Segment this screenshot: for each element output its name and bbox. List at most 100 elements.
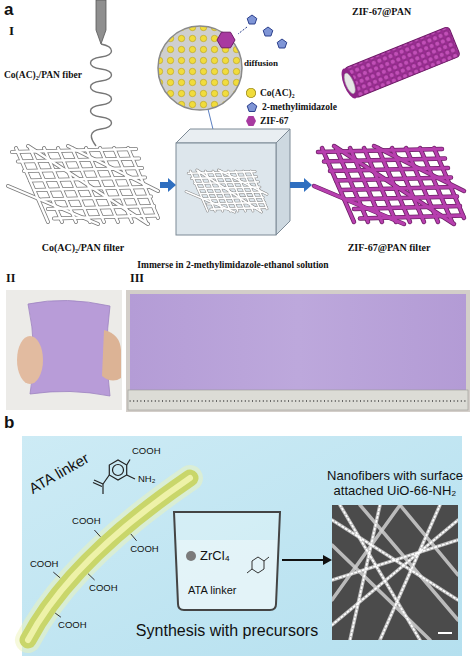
- photo-ground: [6, 290, 122, 410]
- group-label: COOH: [30, 559, 59, 570]
- linker-label: ATA linker: [188, 584, 237, 597]
- photo-large-filter: [126, 290, 470, 412]
- bath-top: [176, 129, 290, 143]
- bond-line: [247, 569, 252, 573]
- bond-line: [264, 557, 269, 561]
- sem-image: Nanofibers with surface attached UiO-66-…: [332, 505, 458, 640]
- diffusion-arrow: [238, 27, 247, 34]
- caption-text: Immerse in 2-methylimidazole-ethanol sol…: [137, 260, 328, 271]
- node-caption: Co(AC)₂/PAN filter: [42, 242, 125, 254]
- caption-text: Co(AC)₂/PAN filter: [42, 242, 125, 254]
- group-label: NH₂: [138, 474, 155, 485]
- zif-crystal: [217, 32, 235, 48]
- subpanel-number: I: [9, 24, 14, 39]
- bond-line: [88, 574, 95, 580]
- photo-bent-filter: [6, 290, 122, 410]
- imidazole-symbol: [247, 103, 257, 112]
- filter-sheet: [130, 294, 466, 390]
- immersion-bath: [176, 129, 290, 235]
- fiber-glow: [28, 478, 190, 640]
- fiber-core: [342, 72, 358, 95]
- bond-line: [53, 572, 60, 578]
- node-caption: Nanofibers with surface attached UiO-66-…: [327, 469, 463, 499]
- fiber-label: Co(AC)₂/PAN fiber: [4, 70, 82, 81]
- filter-illustration: ZIF-67@PAN filter: [312, 142, 466, 228]
- scale-bar: [438, 632, 452, 634]
- carboxyl-bonds: [53, 530, 136, 617]
- electrospinning-needle: [91, 0, 112, 146]
- bond-line: [93, 483, 102, 487]
- imidazole-molecule: [263, 27, 273, 36]
- group-label: COOH: [58, 620, 87, 631]
- zirconium-atom: [186, 551, 196, 561]
- photo-ground: [126, 290, 470, 412]
- filter-illustration: Co(AC)₂/PAN filter: [6, 142, 160, 228]
- aromatic-ring: [113, 465, 124, 476]
- benzene-ring: [109, 460, 126, 480]
- legend-symbol: [246, 101, 258, 113]
- caption-text: ZIF-67@PAN filter: [348, 242, 431, 254]
- fiber-label: ZIF-67@PAN: [352, 6, 411, 18]
- cylinder-cap: [338, 66, 361, 100]
- group-label: COOH: [130, 544, 159, 555]
- group-label: COOH: [89, 583, 118, 594]
- legend-swatch: [246, 88, 256, 98]
- process-arrow: [282, 559, 323, 561]
- beaker-glass: [174, 512, 280, 610]
- node-caption: Immerse in 2-methylimidazole-ethanol sol…: [137, 260, 328, 271]
- legend-text: 2-methylimidazole: [262, 102, 337, 113]
- legend-row: ZIF-67: [246, 114, 337, 128]
- sem-fibers: [332, 505, 458, 640]
- caption-text: Nanofibers with surface attached UiO-66-…: [327, 469, 463, 499]
- bond-line: [127, 460, 130, 466]
- bath-side: [276, 129, 290, 235]
- linker-molecule: [252, 557, 264, 573]
- subpanel-number: II: [6, 272, 15, 286]
- panel-letter: b: [4, 413, 14, 433]
- bath-front: [176, 143, 276, 235]
- bond-line: [127, 475, 135, 479]
- immersion-bath: Immerse in 2-methylimidazole-ethanol sol…: [176, 128, 290, 236]
- caption-text: Synthesis with precursors: [136, 622, 318, 640]
- node-caption: ZIF-67@PAN filter: [348, 242, 431, 254]
- subpanel-number: III: [130, 272, 144, 286]
- cylinder-body: [344, 26, 461, 98]
- legend-text: ZIF-67: [260, 116, 289, 127]
- group-label: COOH: [132, 446, 161, 457]
- legend-row: 2-methylimidazole: [246, 100, 337, 114]
- legend-text: Co(AC)₂: [260, 88, 295, 99]
- fiber-cross-section: [158, 26, 242, 110]
- legend-swatch: [246, 116, 256, 126]
- bond-line: [103, 475, 109, 484]
- precursor-label: ZrCl₄: [200, 549, 230, 564]
- white-filter-mesh: [8, 146, 158, 224]
- node-caption: Synthesis with precursors: [136, 622, 318, 640]
- legend: Co(AC)₂ 2-methylimidazoleZIF-67: [246, 86, 337, 128]
- ruler-ticks: [128, 390, 468, 402]
- process-arrow: [160, 182, 168, 188]
- imidazole-molecule: [247, 15, 257, 24]
- fiber-body: [28, 478, 190, 640]
- legend-row: Co(AC)₂: [246, 86, 337, 100]
- group-label: COOH: [72, 516, 101, 527]
- sem-particles: [332, 505, 458, 640]
- bond-line: [94, 530, 100, 537]
- panel-letter: a: [4, 0, 13, 20]
- process-arrow: [290, 182, 304, 188]
- mesh-outline: [186, 170, 267, 212]
- mesh-fibers: [314, 146, 464, 224]
- fiber-highlight: [28, 478, 190, 640]
- sem-micrograph: [332, 505, 458, 640]
- sem-ground: [332, 505, 458, 640]
- purple-filter-mesh: [314, 146, 464, 224]
- bond-line: [102, 484, 103, 494]
- beaker: [174, 512, 280, 610]
- needle: [96, 0, 106, 44]
- finger: [102, 330, 121, 381]
- imidazole-molecule: [277, 39, 287, 48]
- ata-molecule: [93, 460, 135, 495]
- linker-label: ATA linker: [26, 449, 92, 497]
- fiber-spiral: [91, 44, 112, 146]
- process-label: diffusion: [244, 58, 278, 68]
